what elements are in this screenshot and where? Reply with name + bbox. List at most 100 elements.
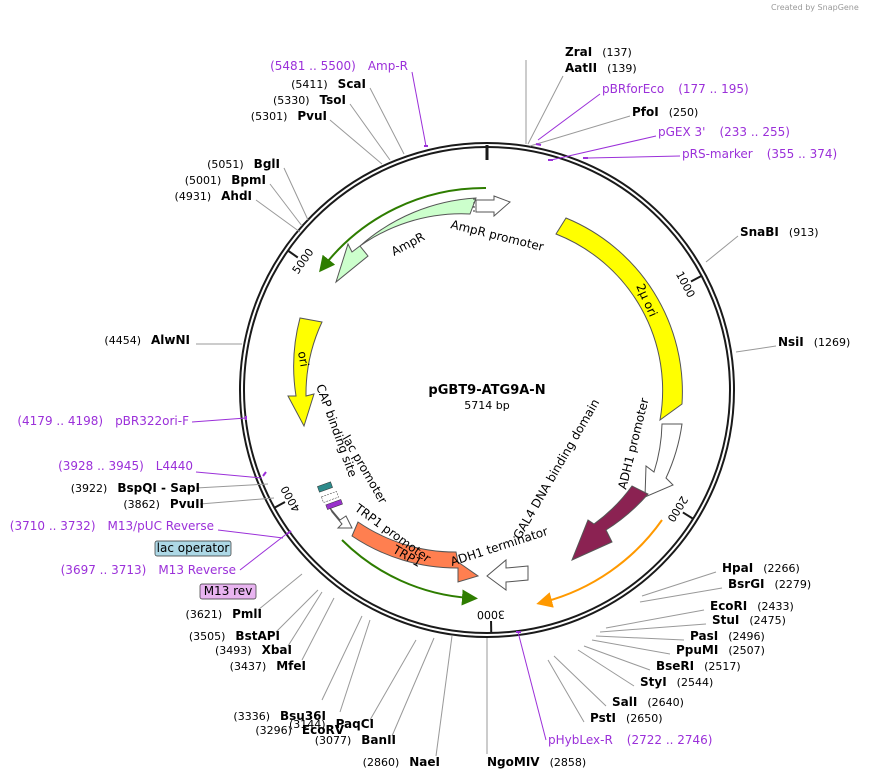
primer-label[interactable]: pBRforEco(177 .. 195) [602,82,749,96]
feature-trp1-promoter[interactable] [329,507,353,529]
site-leader [527,75,564,145]
site-leader [529,115,631,147]
site-label[interactable]: NgoMIV(2858) [487,755,586,769]
site-leader [339,619,371,713]
site-leader [391,637,435,737]
primer-leader [587,155,681,159]
site-label[interactable]: PasI(2496) [690,629,765,643]
orf-trp1 [341,539,478,606]
feature-adh1-promoter[interactable] [644,423,683,498]
site-label[interactable]: (4454)AlwNI [104,333,190,347]
orf-ampr [319,186,487,273]
site-label[interactable]: (5301)PvuI [251,109,327,123]
site-label[interactable]: (3077)BanII [315,733,396,747]
primer-label[interactable]: (3928 .. 3945)L4440 [58,459,193,473]
label-ampr: AmpR [389,229,427,258]
site-label[interactable]: StyI(2544) [640,675,713,689]
site-leader [599,623,707,633]
site-label[interactable]: (3493)XbaI [215,643,292,657]
site-leader [583,645,651,671]
m13-rev-label: M13 rev [204,584,253,598]
site-leader [641,571,717,597]
site-leader [275,589,319,633]
site-label[interactable]: BseRI(2517) [656,659,741,673]
site-leader [199,497,275,505]
site-leader [553,655,607,707]
primer-label[interactable]: pGEX 3'(233 .. 255) [658,125,790,139]
site-leader [301,597,335,661]
site-label[interactable]: StuI(2475) [712,613,786,627]
m13-rev-box[interactable] [199,583,257,600]
site-label[interactable]: (4931)AhdI [175,189,252,203]
plasmid-name: pGBT9-ATG9A-N [428,383,545,398]
feature-trp1[interactable] [351,521,480,583]
tick-label: 3000 [477,608,505,621]
site-label[interactable]: NsiI(1269) [778,335,850,349]
orf-gal4 [536,519,663,608]
primer-label[interactable]: (3710 .. 3732)M13/pUC Reverse [10,519,214,533]
site-label[interactable]: AatII(139) [565,61,637,75]
feature-ampr[interactable] [335,197,477,284]
primer-label[interactable]: pRS-marker(355 .. 374) [682,147,837,161]
site-leader [547,659,585,723]
feature-ori[interactable] [287,317,323,428]
site-leader [349,103,391,161]
site-label[interactable]: (2860)NaeI [363,755,440,769]
boxed-labels: lac operator M13 rev [154,540,257,600]
site-label[interactable]: SalI(2640) [612,695,684,709]
site-label[interactable]: HpaI(2266) [722,561,800,575]
primer-ticks [245,143,588,633]
leader-lines [191,60,777,757]
site-label[interactable]: ZraI(137) [565,45,632,59]
primer-leader [217,529,284,539]
lac-promoter-marker [321,491,339,503]
primer-label[interactable]: (3697 .. 3713)M13 Reverse [61,563,236,577]
site-label[interactable]: (3144)PaqCI [289,717,374,731]
tick-label: 5000 [290,246,317,276]
label-ori: ori [295,350,311,368]
plasmid-length: 5714 bp [464,399,509,412]
site-label[interactable]: (3621)PmlI [186,607,262,621]
feature-ampr-promoter[interactable] [475,195,511,218]
site-label[interactable]: (3862)PvuII [123,497,204,511]
tick-mark [690,275,703,283]
site-label[interactable]: PstI(2650) [590,711,663,725]
site-label[interactable]: (3922)BspQI - SapI [71,481,200,495]
site-label[interactable]: EcoRI(2433) [710,599,794,613]
site-label[interactable]: (3505)BstAPI [189,629,280,643]
label-adh1-terminator: ADH1 terminator [449,524,550,569]
primer-leader [537,93,601,141]
primer-label[interactable]: (5481 .. 5500)Amp-R [270,59,408,73]
primer-label[interactable]: pHybLex-R(2722 .. 2746) [548,733,712,747]
site-leader [257,573,303,611]
tick-label: 2000 [664,494,690,525]
site-label[interactable]: PfoI(250) [632,105,698,119]
tick-mark [682,511,694,520]
feature-2u-ori[interactable] [555,217,683,422]
site-leader [195,483,269,489]
site-label[interactable]: (5411)ScaI [291,77,366,91]
site-label[interactable]: (3336)Bsu36I [233,709,326,723]
tick-mark [273,501,286,509]
site-label[interactable]: PpuMI(2507) [676,643,765,657]
primer-label[interactable]: (4179 .. 4198)pBR322ori-F [17,414,189,428]
primer-leader [517,631,547,741]
primer-leader [550,135,657,161]
site-label[interactable]: SnaBI(913) [740,225,819,239]
site-label[interactable]: (3437)MfeI [230,659,306,673]
site-label[interactable]: (3296)EcoRV [255,723,344,737]
site-leader [595,635,685,641]
feature-adh1-terminator[interactable] [486,558,529,591]
site-leader [577,649,635,687]
restriction-sites: ZraI(137) AatII(139) PfoI(250) SnaBI(913) Ns… [71,45,851,769]
lac-operator-box[interactable] [154,540,232,557]
site-label[interactable]: BsrGI(2279) [728,577,811,591]
site-label[interactable]: (5001)BpmI [185,173,266,187]
feature-gal4-dbd[interactable] [571,485,649,561]
tick-label: 4000 [278,483,303,514]
site-leader [369,639,417,721]
primer-marker [325,499,343,510]
site-label[interactable]: (5330)TsoI [273,93,346,107]
site-label[interactable]: (5051)BglI [207,157,280,171]
